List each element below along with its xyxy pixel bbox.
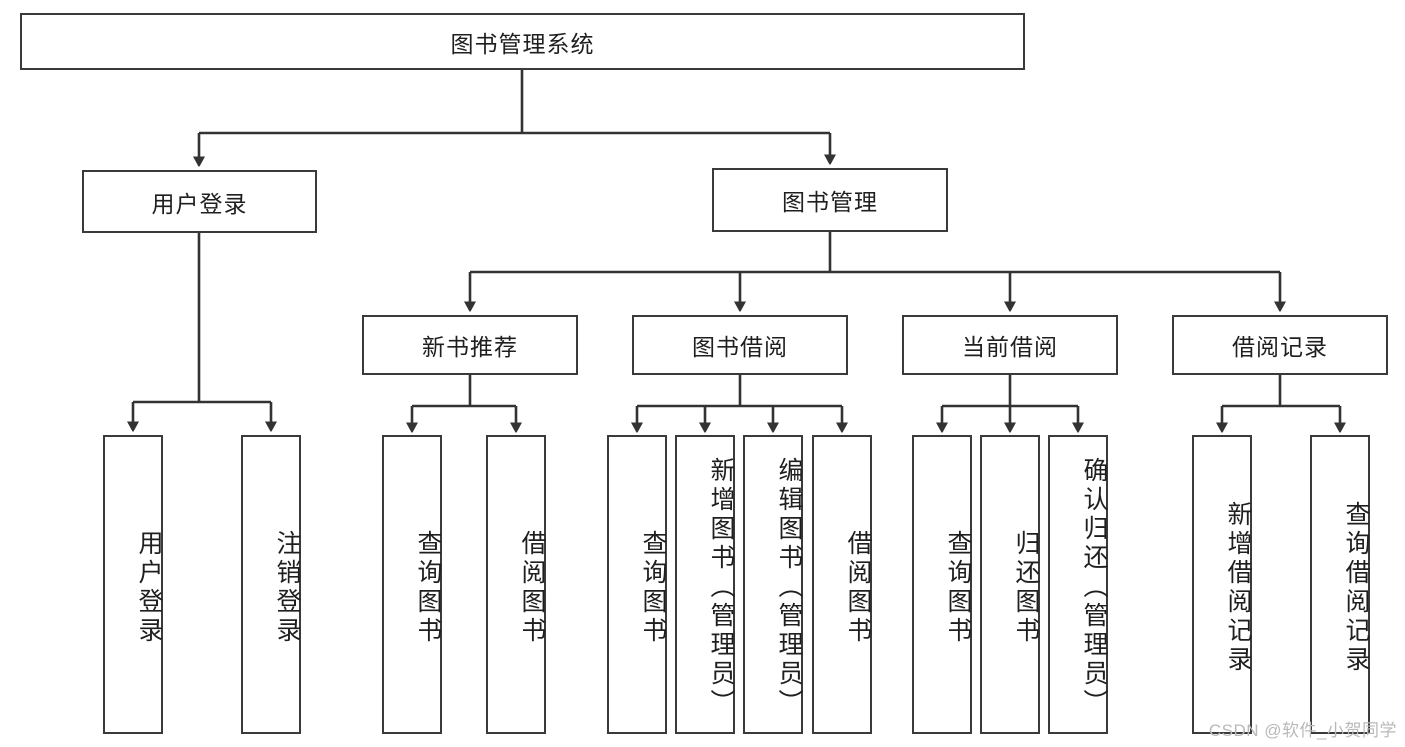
node-book-borrow[interactable]: 图书借阅 (632, 315, 848, 375)
node-label: 新书推荐 (422, 334, 518, 360)
node-book-management[interactable]: 图书管理 (712, 168, 948, 232)
node-label: 确认归还（管理员） (1080, 457, 1108, 718)
node-label: 用户登录 (135, 529, 163, 646)
node-label: 借阅图书 (518, 529, 546, 646)
node-label: 当前借阅 (962, 334, 1058, 360)
leaf-book-borrow-edit-book-admin[interactable]: 编辑图书（管理员） (743, 435, 803, 734)
leaf-borrow-record-add-record[interactable]: 新增借阅记录 (1192, 435, 1252, 734)
node-label: 新增借阅记录 (1224, 500, 1252, 675)
leaf-current-borrow-confirm-return-admin[interactable]: 确认归还（管理员） (1048, 435, 1108, 734)
node-label: 新增图书（管理员） (707, 457, 735, 718)
node-label: 用户登录 (151, 190, 248, 217)
node-new-book-recommend[interactable]: 新书推荐 (362, 315, 578, 375)
node-label: 查询借阅记录 (1342, 500, 1370, 675)
leaf-current-borrow-query-book[interactable]: 查询图书 (912, 435, 972, 734)
leaf-new-book-borrow-book[interactable]: 借阅图书 (486, 435, 546, 734)
node-label: 借阅图书 (844, 529, 872, 646)
node-label: 查询图书 (414, 529, 442, 646)
node-user-login[interactable]: 用户登录 (82, 170, 317, 233)
node-label: 查询图书 (639, 529, 667, 646)
node-label: 编辑图书（管理员） (775, 457, 803, 718)
node-label: 图书管理系统 (450, 30, 595, 57)
node-label: 注销登录 (273, 529, 301, 646)
leaf-book-borrow-borrow-book[interactable]: 借阅图书 (812, 435, 872, 734)
node-label: 图书管理 (782, 189, 878, 215)
leaf-borrow-record-query-record[interactable]: 查询借阅记录 (1310, 435, 1370, 734)
node-root-book-management-system[interactable]: 图书管理系统 (20, 13, 1025, 70)
leaf-user-login-logout[interactable]: 注销登录 (241, 435, 301, 734)
node-label: 查询图书 (944, 529, 972, 646)
leaf-current-borrow-return-book[interactable]: 归还图书 (980, 435, 1040, 734)
node-label: 借阅记录 (1232, 334, 1328, 360)
leaf-new-book-query-book[interactable]: 查询图书 (382, 435, 442, 734)
leaf-book-borrow-add-book-admin[interactable]: 新增图书（管理员） (675, 435, 735, 734)
watermark-text: CSDN @软件_小贺同学 (1208, 721, 1397, 740)
node-label: 归还图书 (1012, 529, 1040, 646)
leaf-user-login-login[interactable]: 用户登录 (103, 435, 163, 734)
leaf-book-borrow-query-book[interactable]: 查询图书 (607, 435, 667, 734)
node-borrow-record[interactable]: 借阅记录 (1172, 315, 1388, 375)
node-label: 图书借阅 (692, 334, 788, 360)
node-current-borrow[interactable]: 当前借阅 (902, 315, 1118, 375)
